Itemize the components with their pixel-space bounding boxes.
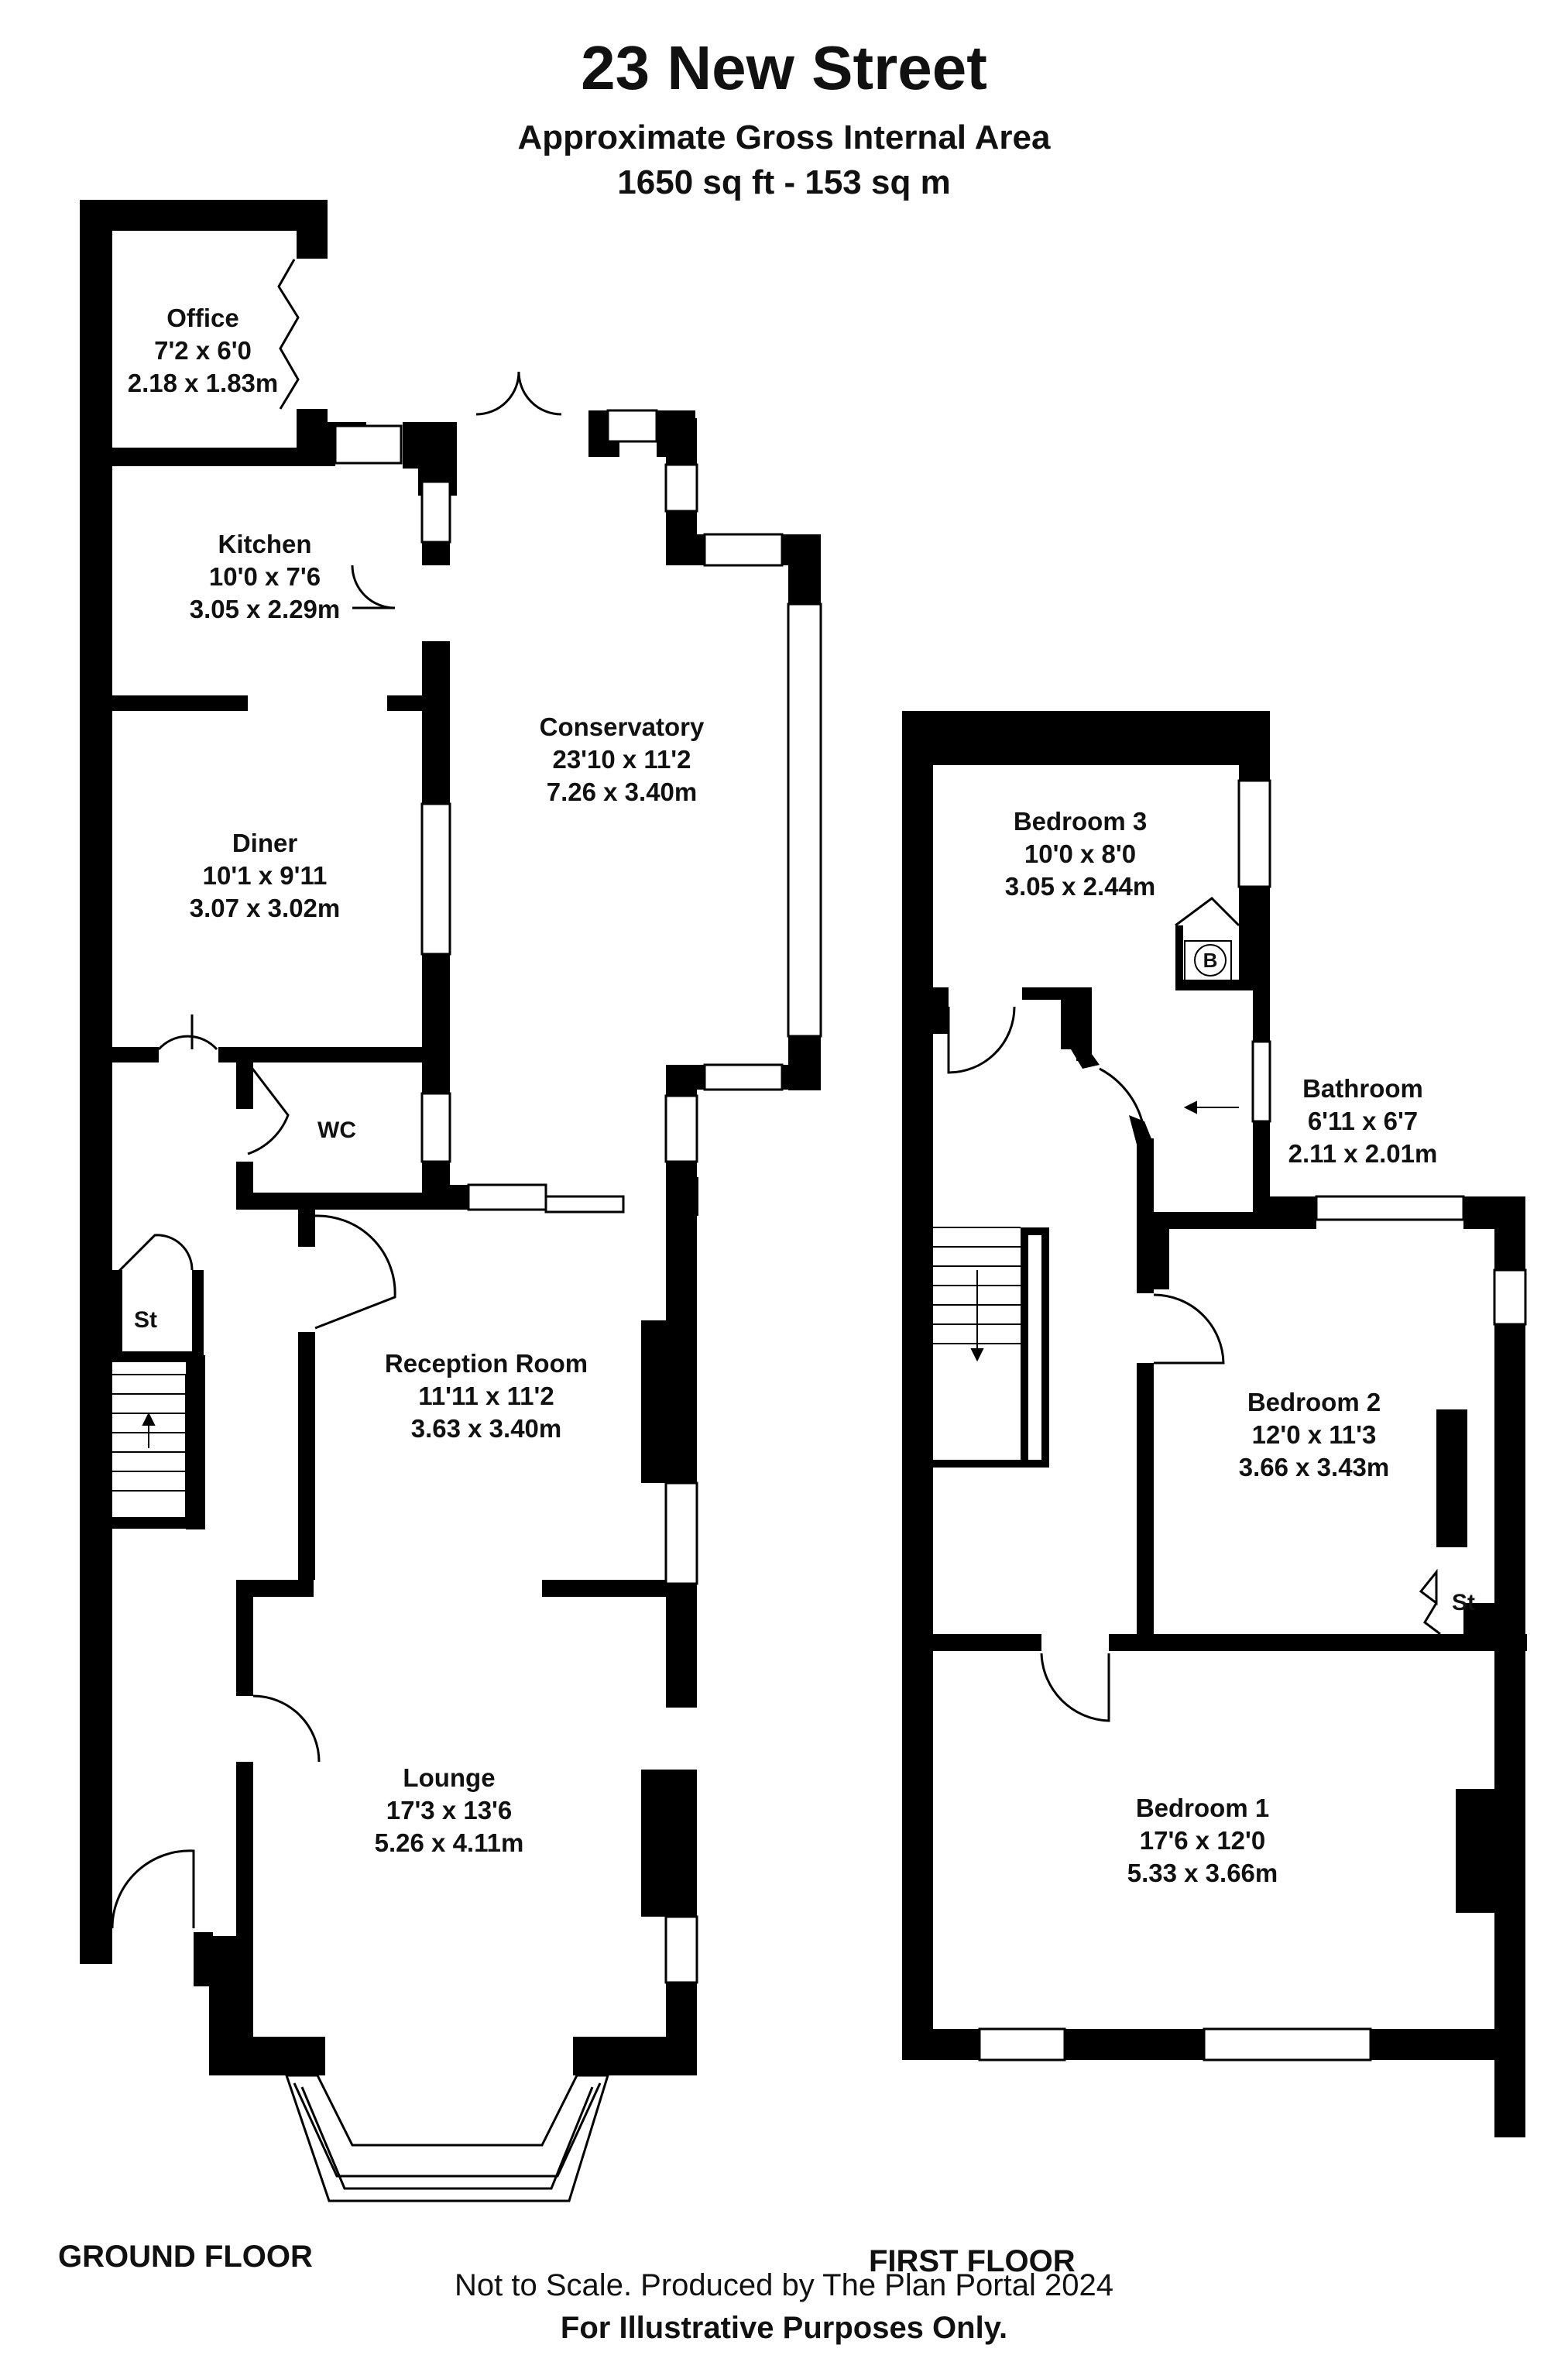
room-diner-metric: 3.07 x 3.02m [189, 894, 341, 922]
room-bedroom1: Bedroom 1 17'6 x 12'0 5.33 x 3.66m [1127, 1792, 1278, 1890]
room-conservatory: Conservatory 23'10 x 11'2 7.26 x 3.40m [540, 711, 705, 808]
room-bedroom3: Bedroom 3 10'0 x 8'0 3.05 x 2.44m [1005, 805, 1156, 903]
room-kitchen: Kitchen 10'0 x 7'6 3.05 x 2.29m [190, 528, 341, 626]
first-floor-label: FIRST FLOOR [869, 2244, 1076, 2278]
room-bathroom-imperial: 6'11 x 6'7 [1307, 1107, 1419, 1135]
room-bedroom1-imperial: 17'6 x 12'0 [1139, 1826, 1266, 1855]
room-diner: Diner 10'1 x 9'11 3.07 x 3.02m [190, 827, 341, 925]
room-conservatory-name: Conservatory [539, 712, 705, 741]
room-bathroom: Bathroom 6'11 x 6'7 2.11 x 2.01m [1288, 1073, 1438, 1170]
room-lounge-name: Lounge [403, 1763, 496, 1792]
room-diner-imperial: 10'1 x 9'11 [202, 861, 328, 890]
room-reception: Reception Room 11'11 x 11'2 3.63 x 3.40m [385, 1347, 588, 1445]
room-lounge: Lounge 17'3 x 13'6 5.26 x 4.11m [375, 1762, 524, 1859]
room-bathroom-name: Bathroom [1302, 1074, 1423, 1103]
room-lounge-imperial: 17'3 x 13'6 [386, 1796, 513, 1825]
storage-first-label: St [1452, 1590, 1475, 1615]
room-lounge-metric: 5.26 x 4.11m [374, 1828, 524, 1857]
room-bedroom2-imperial: 12'0 x 11'3 [1251, 1420, 1377, 1449]
room-office-metric: 2.18 x 1.83m [127, 369, 279, 397]
room-kitchen-metric: 3.05 x 2.29m [189, 595, 341, 623]
room-bedroom1-name: Bedroom 1 [1135, 1794, 1270, 1822]
room-office-name: Office [166, 304, 239, 332]
stairs [110, 940, 1239, 1519]
room-kitchen-imperial: 10'0 x 7'6 [208, 562, 321, 591]
room-reception-imperial: 11'11 x 11'2 [418, 1382, 554, 1410]
room-bedroom2: Bedroom 2 12'0 x 11'3 3.66 x 3.43m [1239, 1386, 1390, 1484]
windows [334, 409, 1527, 2061]
room-bedroom3-imperial: 10'0 x 8'0 [1024, 839, 1137, 868]
footer-note: Not to Scale. Produced by The Plan Porta… [455, 2268, 1113, 2302]
room-bedroom3-metric: 3.05 x 2.44m [1004, 872, 1156, 901]
room-wc-label: WC [317, 1117, 356, 1143]
walls [80, 200, 1527, 2137]
room-bedroom2-metric: 3.66 x 3.43m [1238, 1453, 1390, 1481]
area-subtitle: Approximate Gross Internal Area [517, 118, 1051, 156]
room-bedroom3-name: Bedroom 3 [1013, 807, 1148, 836]
boiler-label: B [1203, 949, 1218, 972]
room-bedroom2-name: Bedroom 2 [1247, 1388, 1381, 1416]
bay-window [284, 2074, 610, 2202]
ground-floor-label: GROUND FLOOR [58, 2240, 313, 2274]
room-office-imperial: 7'2 x 6'0 [154, 336, 252, 365]
room-office: Office 7'2 x 6'0 2.18 x 1.83m [128, 302, 279, 400]
door-swings [111, 259, 1441, 1929]
area-value: 1650 sq ft - 153 sq m [617, 163, 951, 201]
room-diner-name: Diner [232, 829, 298, 857]
room-reception-metric: 3.63 x 3.40m [410, 1414, 562, 1443]
storage-ground-label: St [134, 1307, 157, 1333]
room-reception-name: Reception Room [384, 1349, 588, 1378]
room-bathroom-metric: 2.11 x 2.01m [1288, 1139, 1438, 1168]
footer-purpose: For Illustrative Purposes Only. [560, 2311, 1008, 2345]
room-conservatory-imperial: 23'10 x 11'2 [552, 745, 691, 774]
room-bedroom1-metric: 5.33 x 3.66m [1127, 1859, 1278, 1887]
room-conservatory-metric: 7.26 x 3.40m [546, 778, 698, 806]
room-kitchen-name: Kitchen [218, 530, 312, 558]
page-title: 23 New Street [581, 33, 987, 102]
